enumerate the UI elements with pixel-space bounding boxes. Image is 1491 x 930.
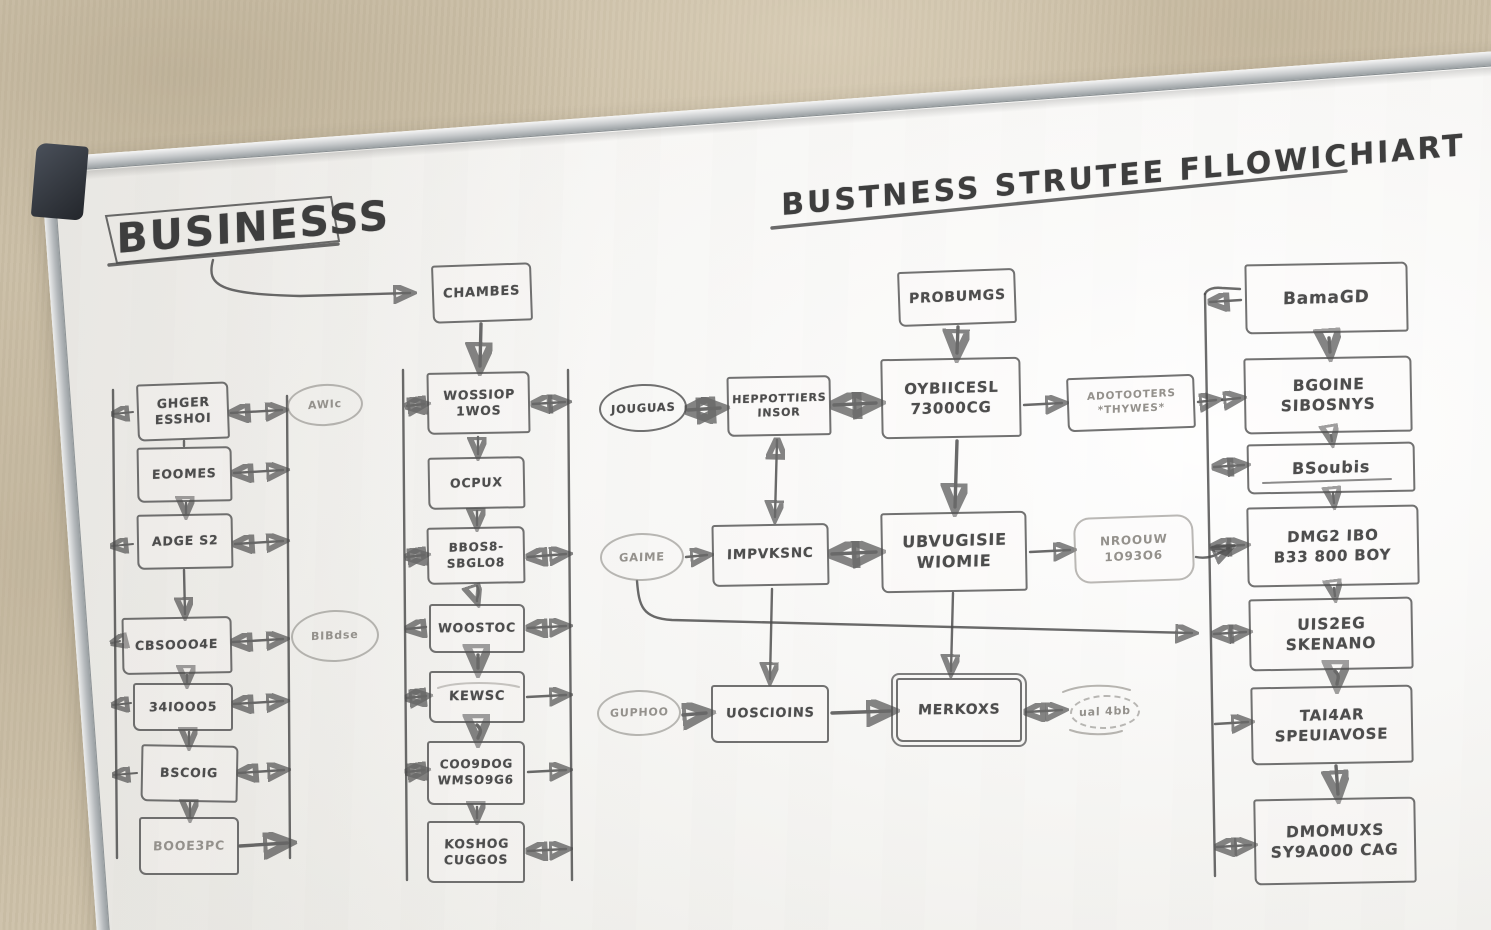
flow-oval-awic: AWIc xyxy=(285,382,365,428)
node-label: WOOSTOC xyxy=(437,619,517,636)
second-column-strokes xyxy=(401,322,572,882)
node-label: HEPPOTTIERS INSOR xyxy=(731,390,827,420)
node-label: ADOTOOTERS *THYWES* xyxy=(1086,387,1176,417)
flow-node-r5: UIS2EG SKENANO xyxy=(1248,596,1414,672)
flow-node-a6: BSCOIG xyxy=(140,744,239,803)
flow-node-adotooters: ADOTOOTERS *THYWES* xyxy=(1066,373,1196,433)
node-label: GAIME xyxy=(618,548,666,565)
node-label: NROOUW 1O93O6 xyxy=(1100,531,1168,565)
flow-node-b7: KOSHOG CUGGOS xyxy=(427,821,525,883)
main-title: BUSTNESS STRUTEE FLLOWICHIART xyxy=(781,128,1466,223)
flow-node-probumgs: PROBUMGS xyxy=(897,267,1017,328)
node-label: MERKOXS xyxy=(917,701,1001,719)
flow-node-r1: BamaGD xyxy=(1244,261,1409,335)
flow-oval-gaime: GAIME xyxy=(599,532,685,582)
flow-node-a5: 34IOOO5 xyxy=(133,683,233,731)
flow-node-b4: WOOSTOC xyxy=(429,604,525,653)
node-label: UBVUGISIE WIOMIE xyxy=(901,529,1007,573)
node-label: ADGE S2 xyxy=(151,532,219,550)
node-label: OCPUX xyxy=(449,474,504,491)
flow-node-a1: GHGER ESSHOI xyxy=(136,381,230,442)
node-label: BamaGD xyxy=(1282,286,1370,310)
node-label: KOSHOG CUGGOS xyxy=(443,835,510,868)
flow-node-r4: DMG2 IBO B33 800 BOY xyxy=(1246,504,1420,588)
flow-node-merkoxs: MERKOXS xyxy=(891,673,1027,747)
node-label: EOOMES xyxy=(152,465,217,483)
flow-node-r2: BGOINE SIBOSNYS xyxy=(1243,355,1413,435)
node-label: PROBUMGS xyxy=(908,287,1006,308)
node-label: UOSCIOINS xyxy=(725,705,815,722)
node-label: TAI4AR SPEUIAVOSE xyxy=(1274,704,1389,745)
flow-oval-bibdse: BIBdse xyxy=(290,608,380,664)
node-label: 34IOOO5 xyxy=(148,698,218,715)
node-label: OYBIICESL 73000CG xyxy=(903,377,999,418)
node-label: CBSOOO4E xyxy=(135,636,219,654)
node-label: AWIc xyxy=(307,396,343,412)
node-label: BIBdse xyxy=(311,627,359,643)
node-label: BBOS8- SBGLO8 xyxy=(446,539,506,571)
flow-node-b1: WOSSIOP 1WOS xyxy=(426,371,531,435)
flow-node-oybiicesl: OYBIICESL 73000CG xyxy=(880,356,1022,440)
node-label: COO9DOG WMSO9G6 xyxy=(437,757,515,788)
left-title: BUSINESSS xyxy=(116,190,391,264)
flow-node-heppottiers: HEPPOTTIERS INSOR xyxy=(726,375,832,437)
flow-node-impvksnc: IMPVKSNC xyxy=(711,522,830,588)
flow-node-b6: COO9DOG WMSO9G6 xyxy=(427,741,525,805)
flow-node-a7: BOOE3PC xyxy=(139,817,239,875)
node-label: BGOINE SIBOSNYS xyxy=(1280,374,1376,416)
flow-oval-guphoo: GUPHOO xyxy=(596,689,682,737)
flow-node-uoscioins: UOSCIOINS xyxy=(711,685,829,743)
node-label: WOSSIOP 1WOS xyxy=(442,385,515,419)
node-label: CHAMBES xyxy=(443,282,521,302)
node-label: DMG2 IBO B33 800 BOY xyxy=(1273,525,1392,566)
flow-node-r3: BSoubis xyxy=(1246,441,1416,495)
node-label: UIS2EG SKENANO xyxy=(1285,613,1377,655)
flow-node-b3: BBOS8- SBGLO8 xyxy=(426,526,526,585)
node-label: KEWSC xyxy=(448,688,506,704)
node-label: DMOMUXS SY9A000 CAG xyxy=(1270,820,1399,862)
node-label: BSCOIG xyxy=(160,765,220,781)
flow-node-nroouw: NROOUW 1O93O6 xyxy=(1072,513,1196,585)
flow-node-ubvugisie: UBVUGISIE WIOMIE xyxy=(880,510,1028,594)
titles-strokes xyxy=(104,169,1348,296)
right-column-strokes xyxy=(1203,286,1392,878)
flow-node-a4: CBSOOO4E xyxy=(121,616,233,675)
node-label: GHGER ESSHOI xyxy=(154,394,212,428)
flow-node-b2: OCPUX xyxy=(427,456,526,510)
flow-node-r6: TAI4AR SPEUIAVOSE xyxy=(1250,684,1414,766)
node-label: ual 4bb xyxy=(1079,703,1131,720)
left-column-strokes xyxy=(112,388,290,858)
flow-node-b5: KEWSC xyxy=(429,671,525,723)
node-label: BSoubis xyxy=(1291,456,1371,478)
flow-node-r7: DMOMUXS SY9A000 CAG xyxy=(1253,796,1417,886)
flow-annotation-ual4bb: ual 4bb xyxy=(1069,693,1141,731)
node-label: IMPVKSNC xyxy=(727,545,815,564)
node-label: BOOE3PC xyxy=(152,837,226,854)
node-label: GUPHOO xyxy=(609,705,669,720)
flow-node-b0: CHAMBES xyxy=(431,262,533,324)
flow-node-a2: EOOMES xyxy=(136,446,233,503)
flow-oval-jouguas: JOUGUAS xyxy=(598,382,688,434)
flow-node-a3: ADGE S2 xyxy=(136,513,234,570)
node-label: JOUGUAS xyxy=(610,399,676,417)
